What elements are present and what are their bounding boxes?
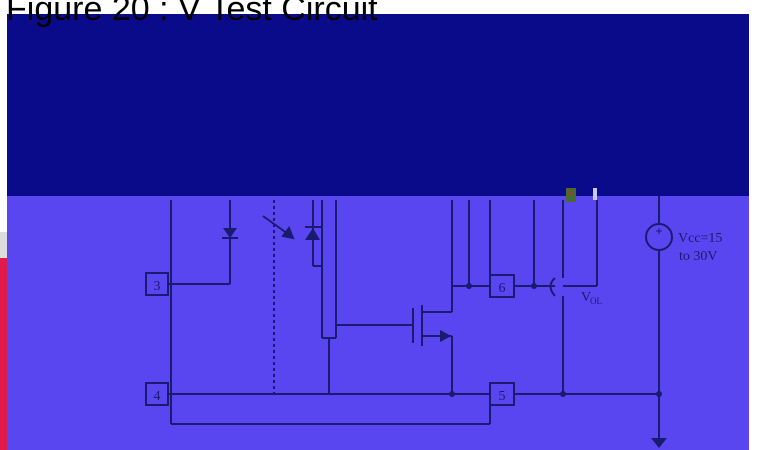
wire-crossover: [549, 277, 556, 297]
mosfet-icon: [412, 305, 451, 346]
title-band: [7, 14, 749, 202]
pin-box-4: 4: [145, 382, 169, 406]
left-edge-accent: [0, 258, 7, 450]
photodiode-icon: [305, 226, 321, 240]
light-arrow-icon: [262, 215, 295, 240]
led-icon: [222, 228, 238, 239]
vol-label: V: [581, 290, 591, 305]
vcc-label-line2: to 30V: [679, 249, 718, 264]
pin-box-5: 5: [489, 382, 515, 406]
pin-label-3: 3: [154, 279, 161, 294]
corner-artifact-icon: [566, 188, 597, 202]
junction-dots: [449, 283, 662, 397]
figure-title: Figure 20 : V Test Circuit: [6, 0, 378, 28]
pin-label-5: 5: [499, 389, 506, 404]
wires: [168, 196, 660, 438]
voltage-source-icon: [645, 223, 673, 251]
vcc-label-line1: Vcc=15: [678, 231, 722, 246]
schematic-area: [7, 196, 749, 450]
pin-label-6: 6: [499, 281, 506, 296]
pin-box-6: 6: [489, 274, 515, 298]
pin-label-4: 4: [154, 389, 161, 404]
pin-box-3: 3: [145, 272, 169, 296]
ground-arrow-icon: [651, 438, 667, 448]
left-edge-gray: [0, 232, 7, 258]
vol-subscript: OL: [590, 296, 602, 306]
shield-dashed-line: [273, 200, 329, 395]
